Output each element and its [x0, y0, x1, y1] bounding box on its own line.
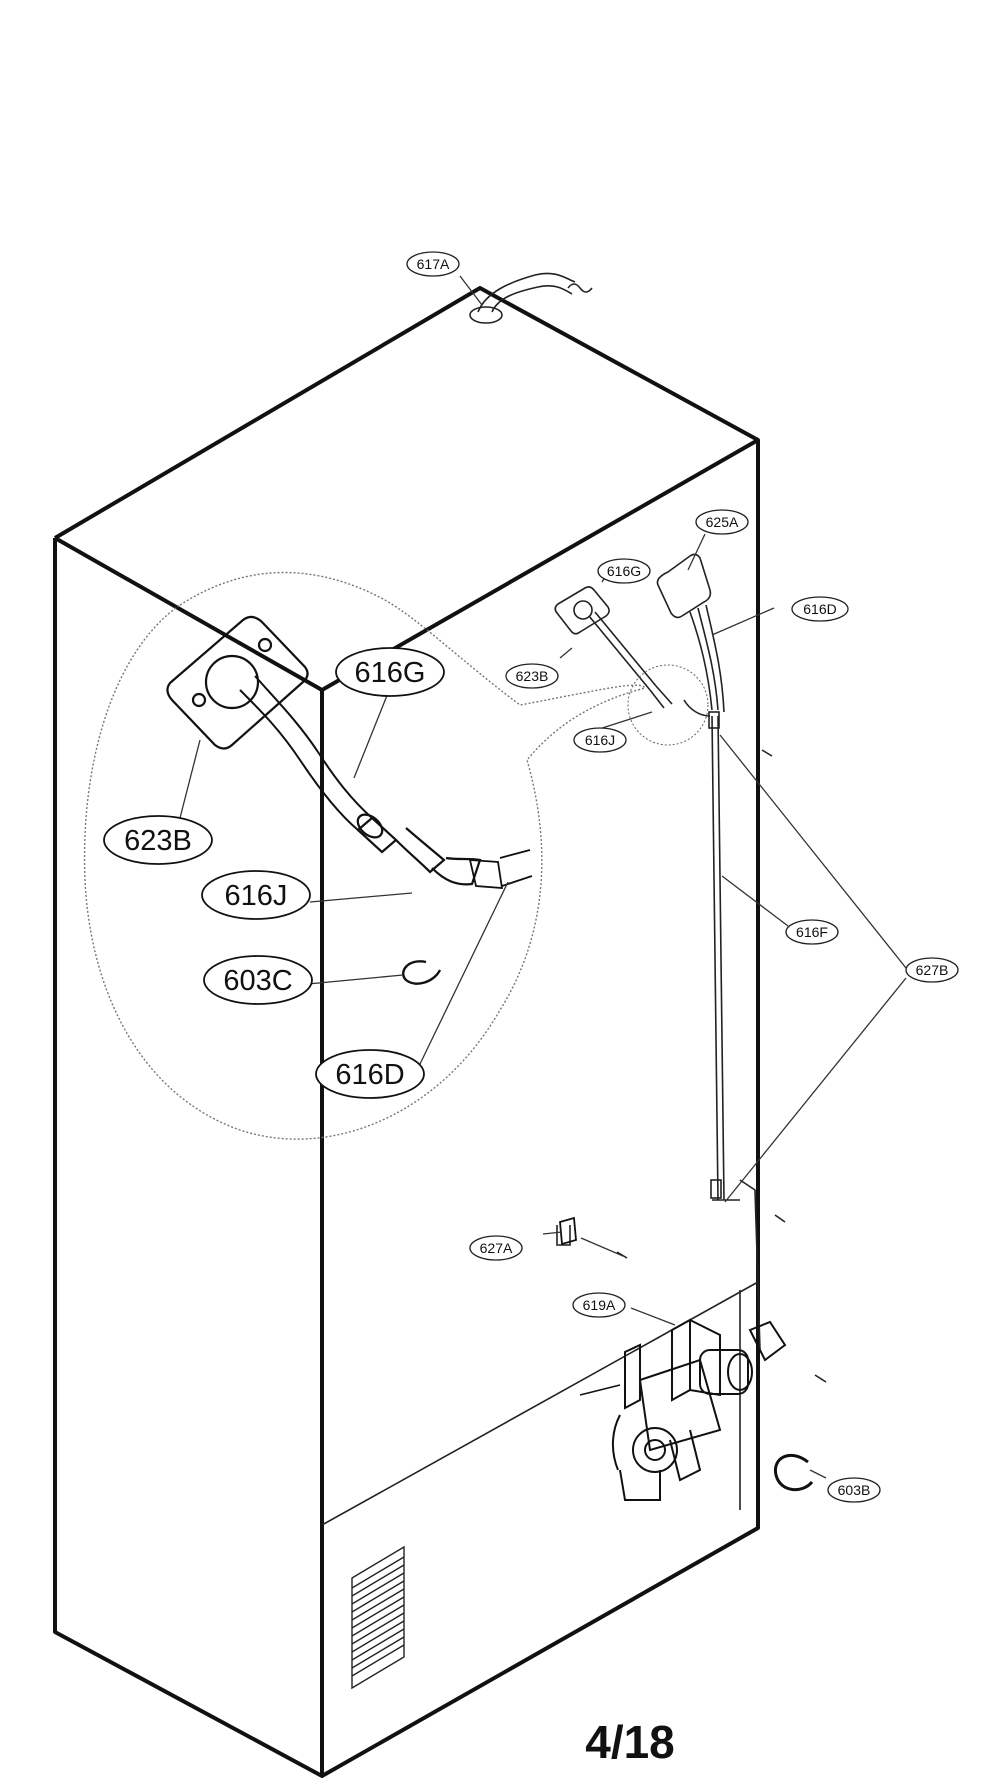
- callout-616J-bubble: [573, 727, 627, 753]
- callout-627A-bubble: [469, 1235, 523, 1261]
- clip-603B: [773, 1453, 814, 1492]
- callout-616G-bubble: [597, 558, 651, 584]
- callout-603B-bubble: [827, 1477, 881, 1503]
- water-tube-assembly: [554, 553, 827, 1383]
- water-valve-619A: [579, 1318, 787, 1501]
- callout-623B-bubble: [505, 663, 559, 689]
- hatch-tube-connector: [627, 664, 709, 746]
- label-619A: 619A: [583, 1297, 616, 1313]
- detail-callouts: [103, 647, 445, 1099]
- detail-label-616J: 616J: [225, 880, 288, 912]
- detail-callout-labels: 616G 623B 616J 603C 616D: [124, 657, 425, 1091]
- detail-callout-603C-bubble: [203, 955, 313, 1005]
- callout-617A-bubble: [406, 251, 460, 277]
- detail-label-616D: 616D: [335, 1059, 404, 1091]
- page-number: 4/18: [585, 1716, 675, 1768]
- label-623B: 623B: [516, 668, 549, 684]
- vent-grille: [351, 1545, 405, 1690]
- callouts: [406, 251, 959, 1503]
- label-625A: 625A: [706, 514, 739, 530]
- callout-labels: 617A 625A 616G 616D 623B 616J 616F 627B …: [417, 256, 949, 1498]
- label-617A: 617A: [417, 256, 450, 272]
- callout-616D-bubble: [791, 596, 849, 622]
- detail-callout-616G-bubble: [335, 647, 445, 697]
- cabinet-outline: [53, 286, 760, 1778]
- label-616J: 616J: [585, 732, 615, 748]
- label-603B: 603B: [838, 1482, 871, 1498]
- label-627B: 627B: [916, 962, 949, 978]
- detail-callout-623B-bubble: [103, 815, 213, 865]
- label-616F: 616F: [796, 924, 828, 940]
- label-627A: 627A: [480, 1240, 513, 1256]
- detail-callout-616J-bubble: [201, 870, 311, 920]
- label-616G: 616G: [607, 563, 641, 579]
- top-water-line: [469, 272, 593, 324]
- detail-label-623B: 623B: [124, 825, 192, 857]
- detail-label-603C: 603C: [223, 965, 292, 997]
- detail-label-616G: 616G: [355, 657, 426, 689]
- detail-clip-603C: [402, 960, 442, 985]
- detail-bubble: [83, 571, 647, 1140]
- callout-627B-bubble: [905, 957, 959, 983]
- callout-625A-bubble: [695, 509, 749, 535]
- detail-bracket-623B: [166, 615, 533, 889]
- clamp-627A: [559, 1216, 577, 1246]
- callout-619A-bubble: [572, 1292, 626, 1318]
- callout-616F-bubble: [785, 919, 839, 945]
- detail-callout-616D-bubble: [315, 1049, 425, 1099]
- cabinet-details: [321, 1281, 759, 1526]
- label-616D: 616D: [803, 601, 836, 617]
